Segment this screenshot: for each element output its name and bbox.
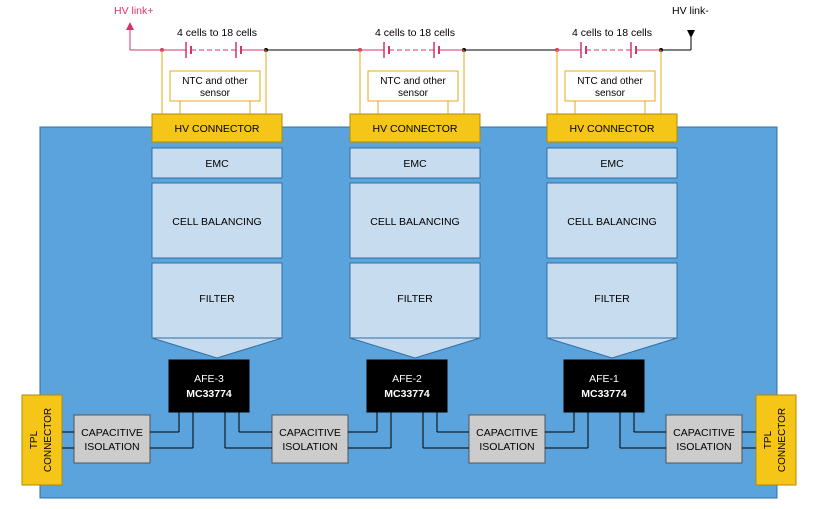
filter-frame — [546, 262, 678, 339]
hv-connector-frame — [349, 113, 481, 143]
filter-label: FILTER — [199, 293, 235, 305]
tpl-connector-right-frame — [755, 394, 797, 486]
isolation-label: ISOLATION — [282, 441, 337, 453]
capacitive-isolation-3: CAPACITIVE ISOLATION — [468, 414, 546, 464]
ntc-sensor-frame — [169, 70, 261, 102]
afe-name-label: AFE-1 — [589, 373, 619, 385]
hv-connector-label: HV CONNECTOR — [175, 123, 260, 135]
isolation-label: ISOLATION — [84, 441, 139, 453]
emc-block: EMC — [151, 147, 283, 179]
tpl-label: TPL — [763, 430, 774, 449]
emc-label: EMC — [600, 158, 624, 170]
tpl-label: CONNECTOR — [777, 408, 788, 472]
ntc-sensor-frame — [564, 70, 656, 102]
ntc-sensor-label: NTC and other — [182, 76, 248, 87]
isolation-frame — [271, 414, 349, 464]
ntc-sensor-label: NTC and other — [380, 76, 446, 87]
emc-label: EMC — [403, 158, 427, 170]
hv-connector: HV CONNECTOR — [349, 113, 481, 143]
cells-range-label: 4 cells to 18 cells — [572, 27, 652, 39]
cell-balancing-block: CELL BALANCING — [151, 182, 283, 259]
isolation-label: ISOLATION — [676, 441, 731, 453]
isolation-label: CAPACITIVE — [81, 427, 143, 439]
capacitive-isolation-4: CAPACITIVE ISOLATION — [665, 414, 743, 464]
hv-connector-label: HV CONNECTOR — [373, 123, 458, 135]
filter-funnel — [546, 337, 678, 359]
emc-frame — [349, 147, 481, 179]
cell-balancing-frame — [151, 182, 283, 259]
emc-label: EMC — [205, 158, 229, 170]
hv-link-minus-label: HV link- — [672, 5, 709, 17]
hv-connector-frame — [546, 113, 678, 143]
capacitive-isolation-1: CAPACITIVE ISOLATION — [73, 414, 151, 464]
tpl-connector-left-frame — [21, 394, 63, 486]
ntc-sensor-label: sensor — [595, 88, 626, 99]
afe-part-label: MC33774 — [186, 388, 232, 400]
cell-balancing-frame — [349, 182, 481, 259]
cell-balancing-block: CELL BALANCING — [349, 182, 481, 259]
afe-part-label: MC33774 — [384, 388, 430, 400]
filter-block: FILTER — [546, 262, 678, 359]
ntc-sensor-label: NTC and other — [577, 76, 643, 87]
filter-block: FILTER — [151, 262, 283, 359]
hv-connector: HV CONNECTOR — [546, 113, 678, 143]
ntc-sensor-label: sensor — [200, 88, 231, 99]
afe-part-label: MC33774 — [581, 388, 627, 400]
filter-frame — [151, 262, 283, 339]
afe-name-label: AFE-2 — [392, 373, 422, 385]
tpl-label: TPL — [29, 430, 40, 449]
hv-link-plus-label: HV link+ — [114, 5, 153, 17]
emc-block: EMC — [349, 147, 481, 179]
hv-minus-arrow-icon — [687, 30, 695, 38]
cell-balancing-frame — [546, 182, 678, 259]
afe-chip-frame — [168, 359, 250, 413]
filter-label: FILTER — [594, 293, 630, 305]
cells-range-label: 4 cells to 18 cells — [177, 27, 257, 39]
cell-balancing-label: CELL BALANCING — [567, 216, 656, 228]
filter-block: FILTER — [349, 262, 481, 359]
emc-frame — [151, 147, 283, 179]
filter-funnel — [349, 337, 481, 359]
emc-block: EMC — [546, 147, 678, 179]
afe-name-label: AFE-3 — [194, 373, 224, 385]
hv-connector-label: HV CONNECTOR — [570, 123, 655, 135]
ntc-sensor-label: sensor — [398, 88, 429, 99]
tpl-label: CONNECTOR — [43, 408, 54, 472]
afe-chip-frame — [563, 359, 645, 413]
cell-balancing-block: CELL BALANCING — [546, 182, 678, 259]
hv-connector-frame — [151, 113, 283, 143]
emc-frame — [546, 147, 678, 179]
afe-chip-frame — [366, 359, 448, 413]
ntc-sensor-frame — [367, 70, 459, 102]
cell-balancing-label: CELL BALANCING — [172, 216, 261, 228]
isolation-label: ISOLATION — [479, 441, 534, 453]
cells-range-label: 4 cells to 18 cells — [375, 27, 455, 39]
capacitive-isolation-2: CAPACITIVE ISOLATION — [271, 414, 349, 464]
hv-connector: HV CONNECTOR — [151, 113, 283, 143]
isolation-label: CAPACITIVE — [279, 427, 341, 439]
isolation-label: CAPACITIVE — [673, 427, 735, 439]
cell-balancing-label: CELL BALANCING — [370, 216, 459, 228]
isolation-label: CAPACITIVE — [476, 427, 538, 439]
isolation-frame — [73, 414, 151, 464]
filter-frame — [349, 262, 481, 339]
isolation-frame — [665, 414, 743, 464]
isolation-frame — [468, 414, 546, 464]
filter-label: FILTER — [397, 293, 433, 305]
hv-plus-arrow-icon — [126, 22, 134, 30]
filter-funnel — [151, 337, 283, 359]
